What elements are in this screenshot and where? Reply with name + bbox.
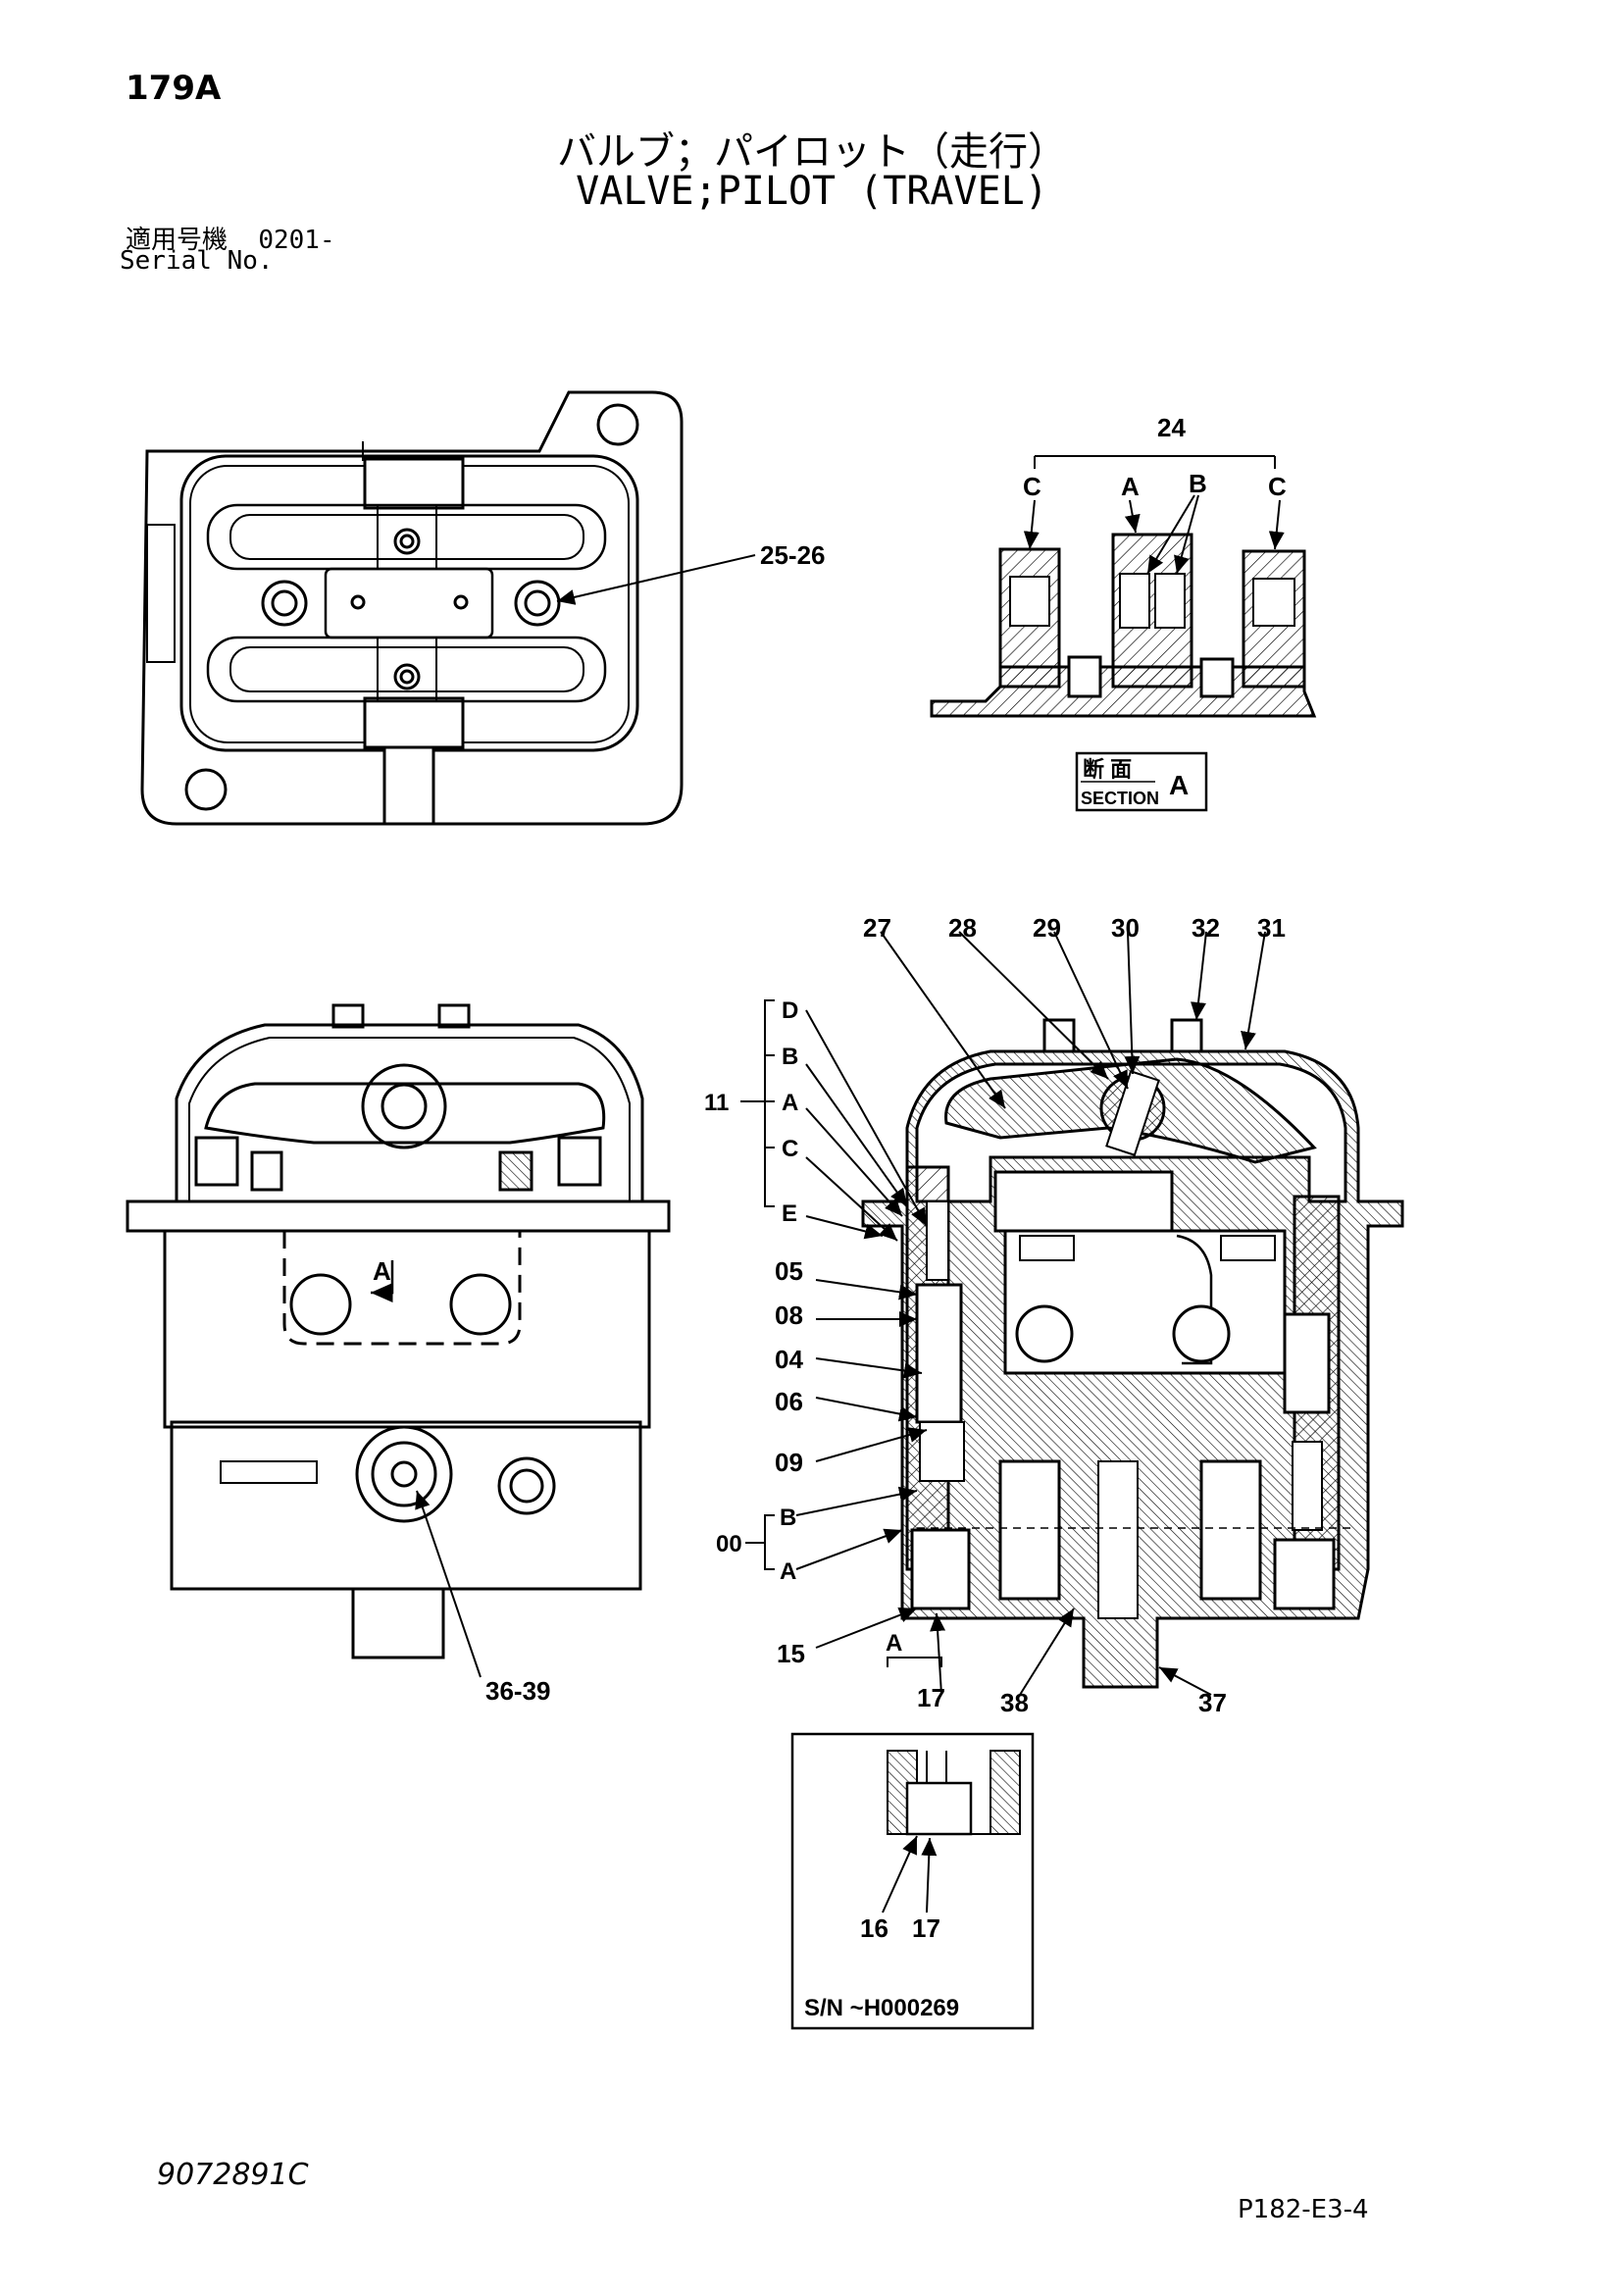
- label-24: 24: [1157, 413, 1186, 442]
- section-label-en: SECTION: [1081, 789, 1159, 808]
- label-09: 09: [775, 1448, 803, 1477]
- label-32: 32: [1192, 913, 1220, 943]
- label-b: B: [1189, 469, 1207, 498]
- section-a-labels: [1023, 455, 1285, 575]
- label-11-e: E: [782, 1200, 797, 1227]
- label-08: 08: [775, 1301, 803, 1330]
- page-number: 179A: [126, 69, 222, 108]
- label-c-right: C: [1268, 472, 1287, 501]
- front-view: [126, 1003, 671, 1659]
- label-11-a: A: [782, 1090, 798, 1116]
- section-label-ja: 断 面: [1083, 757, 1132, 782]
- cross-section-top-labels: 27 28 29 30 32 31: [863, 913, 1286, 943]
- label-31: 31: [1257, 913, 1286, 943]
- label-28: 28: [948, 913, 977, 943]
- label-05: 05: [775, 1256, 803, 1286]
- label-16: 16: [860, 1913, 888, 1943]
- serial-value: 0201-: [258, 226, 335, 255]
- label-17-detail: 17: [912, 1913, 940, 1943]
- label-11: 11: [704, 1090, 729, 1116]
- title-japanese: バルブ；パイロット（走行）: [557, 129, 1067, 175]
- detail-serial-note: S/N ~H000269: [804, 1995, 959, 2021]
- front-view-arrow-a: A: [371, 1256, 394, 1302]
- label-27: 27: [863, 913, 891, 943]
- cross-section-left-labels: 05 08 04 06 09: [775, 1256, 803, 1477]
- label-15: 15: [777, 1639, 805, 1668]
- label-38: 38: [1000, 1688, 1029, 1717]
- label-c-left: C: [1023, 472, 1041, 501]
- serial-label-english: Serial No.: [120, 246, 274, 276]
- group-11: 11 D B A C E: [704, 997, 798, 1227]
- serial-label-ja-text: 適用号機: [126, 226, 228, 255]
- section-a-view: [930, 533, 1317, 718]
- title-english: VALVE;PILOT (TRAVEL): [576, 169, 1048, 214]
- top-view: [140, 390, 684, 826]
- serial-label-japanese: 適用号機 0201-: [126, 220, 335, 256]
- label-04: 04: [775, 1345, 803, 1374]
- callout-36-39: 36-39: [415, 1490, 551, 1706]
- label-37: 37: [1198, 1688, 1227, 1717]
- label-11-b: B: [782, 1044, 798, 1070]
- label-11-d: D: [782, 997, 798, 1024]
- section-letter: A: [1169, 770, 1189, 800]
- label-25-26: 25-26: [760, 540, 826, 570]
- label-36-39: 36-39: [485, 1676, 551, 1706]
- label-a: A: [1121, 472, 1140, 501]
- front-arrow-label: A: [373, 1256, 391, 1286]
- label-06: 06: [775, 1387, 803, 1416]
- cross-section: [861, 1018, 1404, 1689]
- detail-box: 16 17 S/N ~H000269: [790, 1732, 1035, 2030]
- cross-arrow-label: A: [886, 1630, 902, 1657]
- label-00: 00: [716, 1531, 742, 1557]
- cross-section-bottom-labels: 17 38 37: [917, 1683, 1227, 1717]
- label-11-c: C: [782, 1136, 798, 1162]
- section-a-tag: 断 面 SECTION A: [1075, 751, 1208, 812]
- label-00-a: A: [780, 1558, 796, 1585]
- label-17: 17: [917, 1683, 945, 1712]
- label-29: 29: [1033, 913, 1061, 943]
- cross-section-leaders: [740, 931, 1266, 1696]
- callout-25-26: 25-26: [556, 540, 826, 605]
- label-00-b: B: [780, 1505, 796, 1531]
- document-number: 9072891C: [157, 2158, 309, 2192]
- page-reference: P182-E3-4: [1238, 2195, 1369, 2224]
- group-00: 00 B A: [716, 1505, 796, 1585]
- label-30: 30: [1111, 913, 1140, 943]
